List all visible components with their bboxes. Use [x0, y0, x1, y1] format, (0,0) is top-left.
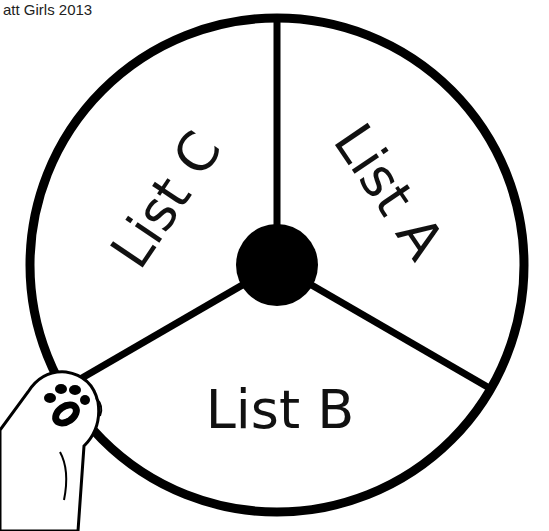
- wheel-rim: [30, 18, 524, 512]
- paw-illustration: [0, 372, 101, 531]
- section-label: List A: [324, 115, 452, 268]
- spinner-section: List B: [200, 377, 361, 443]
- section-label: List C: [102, 123, 230, 277]
- spinner-section: List A: [316, 107, 461, 277]
- section-label: List B: [206, 383, 355, 437]
- center-hub: [236, 224, 318, 306]
- spinner-section: List C: [94, 115, 239, 285]
- watermark: att Girls 2013: [3, 1, 92, 18]
